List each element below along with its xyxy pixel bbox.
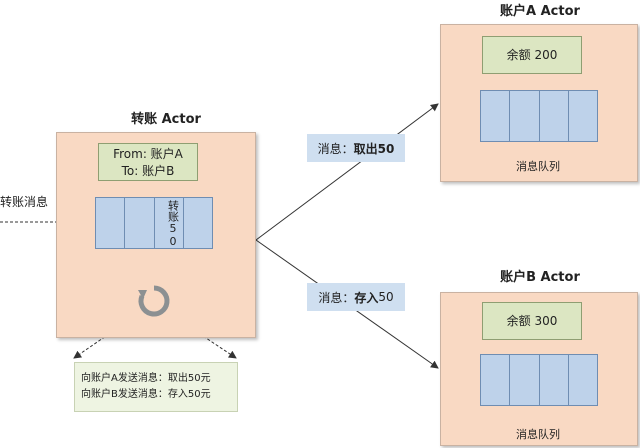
queue-slot	[183, 198, 212, 248]
account-a-queue-label: 消息队列	[516, 160, 560, 173]
send-notes-box: 向账户A发送消息：取出50元 向账户B发送消息：存入50元	[74, 362, 238, 412]
queue-slot	[510, 355, 540, 405]
message-a-prefix: 消息：	[317, 141, 354, 156]
message-b-action: 存入	[354, 290, 379, 305]
input-label: 转账消息	[0, 195, 49, 209]
account-b-queue	[480, 354, 598, 406]
refresh-icon	[135, 282, 173, 320]
message-b-prefix: 消息：	[318, 290, 355, 305]
account-b-balance: 余额 300	[482, 302, 582, 340]
account-b-title: 账户B Actor	[500, 270, 580, 285]
message-tag-a: 消息：取出50	[307, 134, 405, 162]
queue-slot	[568, 355, 597, 405]
transfer-message-queue: 转账50	[95, 197, 213, 249]
to-label: To: 账户B	[121, 164, 175, 178]
note-line-2: 向账户B发送消息：存入50元	[81, 389, 211, 400]
queue-slot	[96, 198, 126, 248]
process-to-note-right	[169, 313, 237, 359]
message-a-action: 取出50	[353, 141, 395, 156]
queue-slot	[510, 91, 540, 141]
queue-slot: 转账50	[154, 198, 184, 248]
from-label: From: 账户A	[113, 147, 183, 161]
account-a-title: 账户A Actor	[500, 4, 580, 19]
queue-slot	[568, 91, 597, 141]
account-a-balance: 余额 200	[482, 36, 582, 74]
message-b-amount: 50	[378, 290, 394, 304]
note-line-1: 向账户A发送消息：取出50元	[81, 373, 211, 384]
queue-slot	[481, 91, 511, 141]
queue-slot	[539, 91, 569, 141]
queue-slot	[125, 198, 155, 248]
account-a-queue	[480, 90, 598, 142]
queue-slot	[481, 355, 511, 405]
account-b-queue-label: 消息队列	[516, 428, 560, 441]
transfer-actor-title: 转账 Actor	[131, 112, 201, 127]
queue-slot	[539, 355, 569, 405]
arrow-to-account-a	[255, 103, 439, 241]
queue-item-label: 转账50	[166, 200, 180, 248]
transfer-info-box: From: 账户A To: 账户B	[98, 143, 198, 181]
